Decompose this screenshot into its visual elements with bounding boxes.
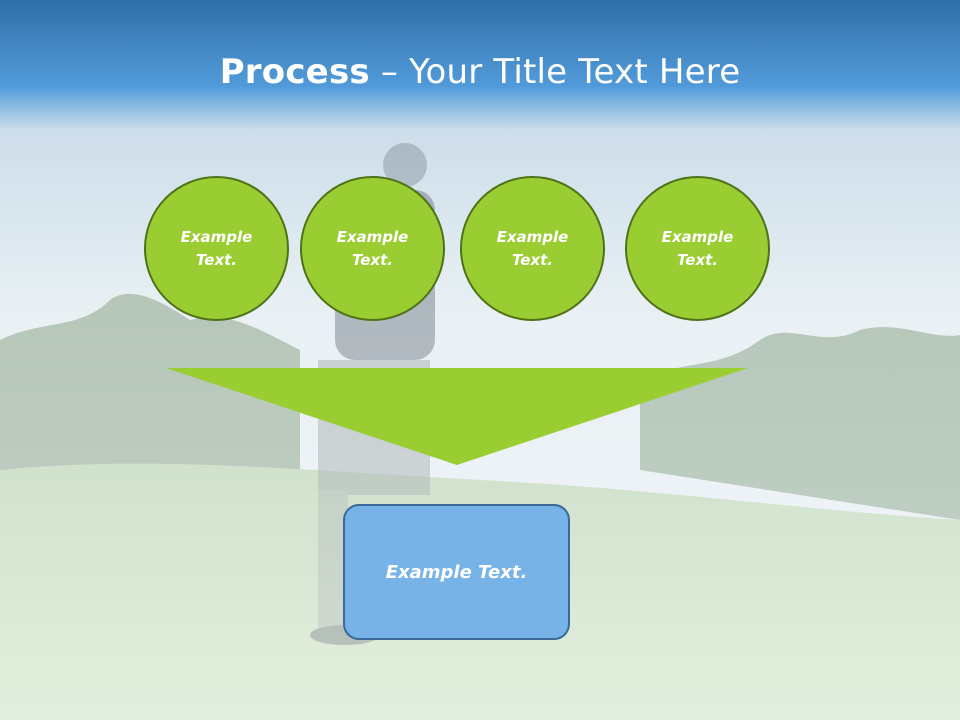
result-box-label: Example Text. [385,561,528,583]
process-step-label: Example Text. [661,227,734,269]
process-step-circle[interactable]: Example Text. [300,176,445,321]
result-box[interactable]: Example Text. [343,504,570,640]
process-step-circle[interactable]: Example Text. [625,176,770,321]
process-step-circle[interactable]: Example Text. [460,176,605,321]
title-rest: – Your Title Text Here [369,52,741,92]
slide-title: Process – Your Title Text Here [0,52,960,92]
process-step-label: Example Text. [336,227,409,269]
process-step-label: Example Text. [496,227,569,269]
process-step-label: Example Text. [180,227,253,269]
process-step-circle[interactable]: Example Text. [144,176,289,321]
title-bold: Process [219,52,370,92]
